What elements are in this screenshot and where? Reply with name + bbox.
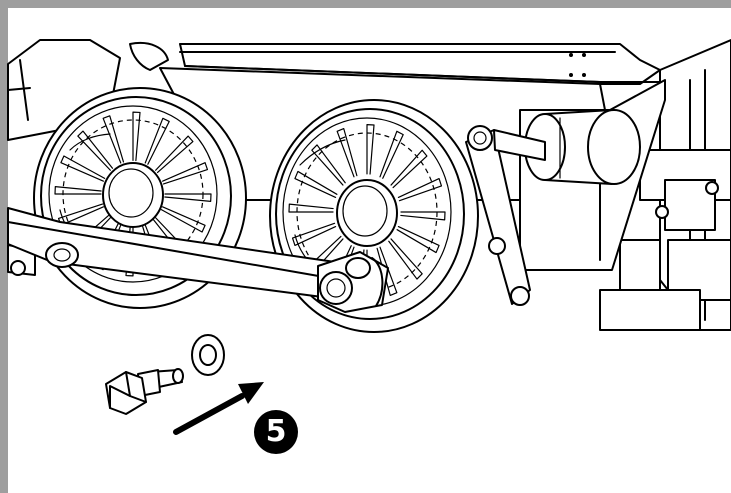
coupling-rod: [7, 207, 389, 313]
wheel-spoke: [102, 115, 125, 164]
wheel-spoke: [161, 162, 209, 185]
valve-gear-link: [465, 125, 546, 306]
wheel-spoke: [160, 206, 206, 233]
step-number-badge: 5: [254, 410, 298, 454]
wheel-spoke: [155, 135, 194, 174]
wheel-spoke: [388, 238, 423, 280]
wheel-spoke: [288, 203, 334, 213]
frame-top-border: [0, 0, 731, 8]
wheel-spoke: [336, 128, 358, 178]
wheel-spoke: [379, 130, 404, 179]
wheel-spoke: [132, 111, 141, 162]
wheel-spoke: [54, 186, 102, 195]
wheel-spoke: [366, 124, 375, 175]
frame-left-border: [0, 0, 8, 493]
wheel-spoke: [164, 193, 212, 202]
wheel-spoke: [400, 211, 446, 221]
crank-pin-screw: [105, 368, 184, 415]
wheel-spoke: [294, 170, 338, 199]
wheel-spoke: [60, 155, 106, 182]
insertion-arrow: [173, 382, 264, 435]
wheel-spoke: [311, 144, 346, 186]
wheel-spoke: [144, 117, 170, 165]
wheel-spoke: [77, 130, 114, 171]
wheel-spoke: [396, 225, 440, 254]
wheel-spoke: [390, 149, 428, 189]
wheel-spoke: [397, 177, 443, 202]
washer: [191, 334, 225, 376]
wheel-spoke: [291, 222, 337, 247]
